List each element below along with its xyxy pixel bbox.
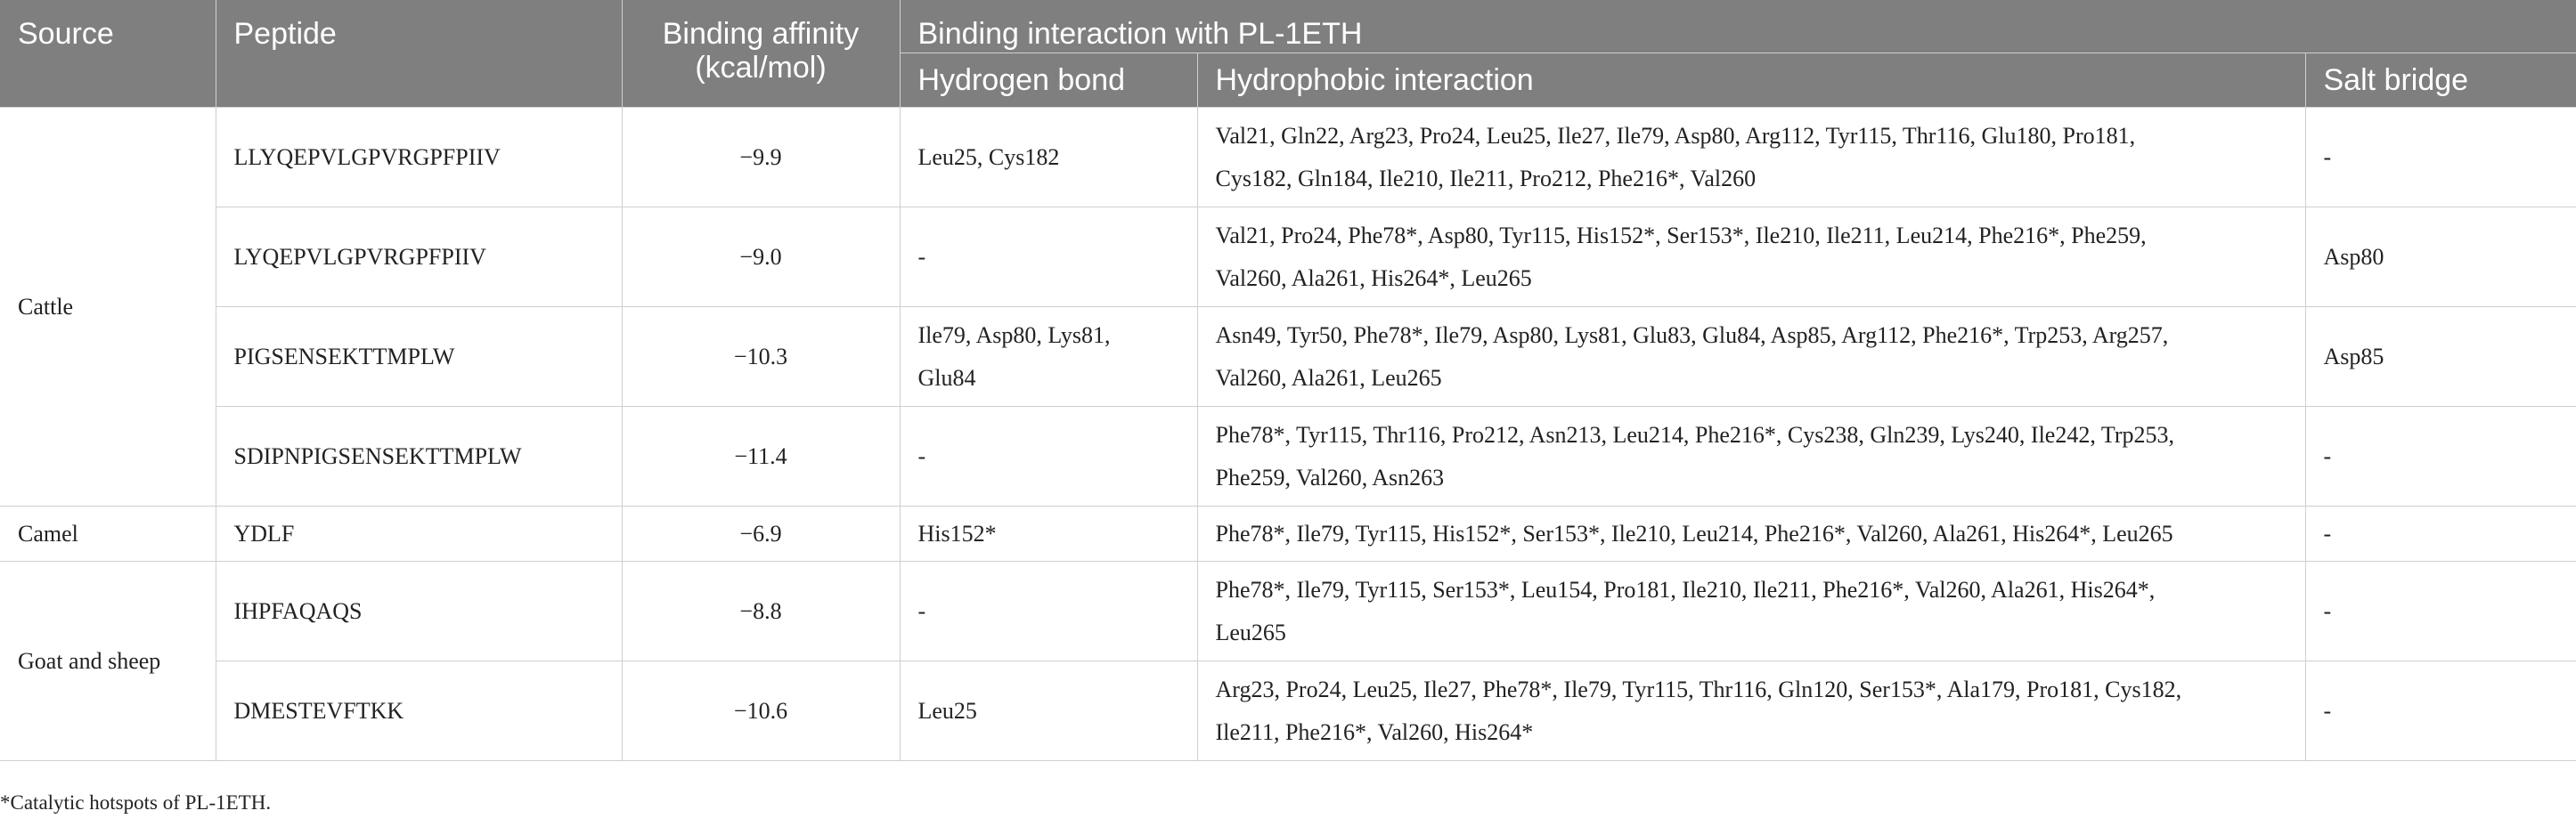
- cell-peptide: IHPFAQAQS: [216, 561, 623, 661]
- cell-peptide: DMESTEVFTKK: [216, 661, 623, 761]
- hydrophobic-line: Phe78*, Ile79, Tyr115, Ser153*, Leu154, …: [1215, 576, 2156, 603]
- hydrophobic-line: Phe78*, Tyr115, Thr116, Pro212, Asn213, …: [1215, 421, 2175, 448]
- table-row: SDIPNPIGSENSEKTTMPLW−11.4-Phe78*, Tyr115…: [0, 406, 2576, 507]
- header-binding-interaction-group: Binding interaction with PL-1ETH: [900, 0, 2576, 53]
- cell-hydrophobic-interaction: Val21, Pro24, Phe78*, Asp80, Tyr115, His…: [1197, 207, 2306, 307]
- cell-peptide: PIGSENSEKTTMPLW: [216, 306, 623, 407]
- cell-hydrophobic-interaction: Val21, Gln22, Arg23, Pro24, Leu25, Ile27…: [1197, 107, 2306, 207]
- cell-hydrogen-bond: Leu25: [900, 661, 1198, 761]
- header-source: Source: [0, 0, 216, 108]
- cell-binding-affinity: −9.9: [622, 107, 901, 207]
- cell-peptide: LLYQEPVLGPVRGPFPIIV: [216, 107, 623, 207]
- cell-binding-affinity: −9.0: [622, 207, 901, 307]
- cell-hydrophobic-interaction: Phe78*, Tyr115, Thr116, Pro212, Asn213, …: [1197, 406, 2306, 507]
- hydrophobic-line: Val260, Ala261, Leu265: [1215, 364, 1442, 391]
- header-salt-bridge: Salt bridge: [2305, 53, 2576, 108]
- cell-salt-bridge: -: [2305, 107, 2576, 207]
- cell-salt-bridge: Asp80: [2305, 207, 2576, 307]
- hydrophobic-line: Phe78*, Ile79, Tyr115, His152*, Ser153*,…: [1215, 520, 2173, 547]
- header-affinity-line1: Binding affinity: [662, 17, 860, 51]
- header-row-sub: Hydrogen bond Hydrophobic interaction Sa…: [0, 53, 2576, 108]
- cell-salt-bridge: -: [2305, 406, 2576, 507]
- binding-interaction-table: Source Peptide Binding affinity (kcal/mo…: [0, 0, 2576, 761]
- cell-hydrogen-bond: -: [900, 406, 1198, 507]
- cell-hydrophobic-interaction: Asn49, Tyr50, Phe78*, Ile79, Asp80, Lys8…: [1197, 306, 2306, 407]
- cell-hydrophobic-interaction: Phe78*, Ile79, Tyr115, His152*, Ser153*,…: [1197, 506, 2306, 562]
- cell-hydrophobic-interaction: Phe78*, Ile79, Tyr115, Ser153*, Leu154, …: [1197, 561, 2306, 661]
- hydrophobic-line: Asn49, Tyr50, Phe78*, Ile79, Asp80, Lys8…: [1215, 321, 2169, 348]
- cell-hydrogen-bond: -: [900, 561, 1198, 661]
- cell-hydrophobic-interaction: Arg23, Pro24, Leu25, Ile27, Phe78*, Ile7…: [1197, 661, 2306, 761]
- cell-salt-bridge: Asp85: [2305, 306, 2576, 407]
- hydrogen-bond-line: Glu84: [917, 364, 976, 391]
- cell-salt-bridge: -: [2305, 506, 2576, 562]
- cell-salt-bridge: -: [2305, 661, 2576, 761]
- cell-binding-affinity: −11.4: [622, 406, 901, 507]
- table-row: LYQEPVLGPVRGPFPIIV−9.0-Val21, Pro24, Phe…: [0, 207, 2576, 307]
- cell-source: Cattle: [0, 107, 216, 507]
- hydrophobic-line: Leu265: [1215, 619, 1286, 645]
- cell-source: Goat and sheep: [0, 561, 216, 761]
- cell-binding-affinity: −8.8: [622, 561, 901, 661]
- cell-peptide: SDIPNPIGSENSEKTTMPLW: [216, 406, 623, 507]
- cell-salt-bridge: -: [2305, 561, 2576, 661]
- cell-source: Camel: [0, 506, 216, 562]
- header-binding-affinity: Binding affinity (kcal/mol): [622, 0, 901, 108]
- cell-hydrogen-bond: -: [900, 207, 1198, 307]
- cell-peptide: YDLF: [216, 506, 623, 562]
- header-row-top: Source Peptide Binding affinity (kcal/mo…: [0, 0, 2576, 108]
- hydrophobic-line: Val21, Pro24, Phe78*, Asp80, Tyr115, His…: [1215, 222, 2147, 248]
- hydrophobic-line: Ile211, Phe216*, Val260, His264*: [1215, 718, 1534, 745]
- hydrophobic-line: Arg23, Pro24, Leu25, Ile27, Phe78*, Ile7…: [1215, 676, 2182, 702]
- cell-hydrogen-bond: Ile79, Asp80, Lys81, Glu84: [900, 306, 1198, 407]
- cell-binding-affinity: −6.9: [622, 506, 901, 562]
- cell-binding-affinity: −10.3: [622, 306, 901, 407]
- hydrophobic-line: Phe259, Val260, Asn263: [1215, 464, 1445, 491]
- header-peptide: Peptide: [216, 0, 623, 108]
- cell-peptide: LYQEPVLGPVRGPFPIIV: [216, 207, 623, 307]
- table-footnote: *Catalytic hotspots of PL-1ETH.: [0, 791, 272, 814]
- header-hydrogen-bond: Hydrogen bond: [900, 53, 1198, 108]
- cell-hydrogen-bond: Leu25, Cys182: [900, 107, 1198, 207]
- hydrogen-bond-line: Ile79, Asp80, Lys81,: [917, 321, 1111, 348]
- header-affinity-line2: (kcal/mol): [695, 51, 827, 85]
- hydrophobic-line: Val21, Gln22, Arg23, Pro24, Leu25, Ile27…: [1215, 122, 2136, 149]
- hydrophobic-line: Val260, Ala261, His264*, Leu265: [1215, 264, 1532, 291]
- cell-hydrogen-bond: His152*: [900, 506, 1198, 562]
- hydrophobic-line: Cys182, Gln184, Ile210, Ile211, Pro212, …: [1215, 165, 1757, 191]
- header-hydrophobic-interaction: Hydrophobic interaction: [1197, 53, 2306, 108]
- cell-binding-affinity: −10.6: [622, 661, 901, 761]
